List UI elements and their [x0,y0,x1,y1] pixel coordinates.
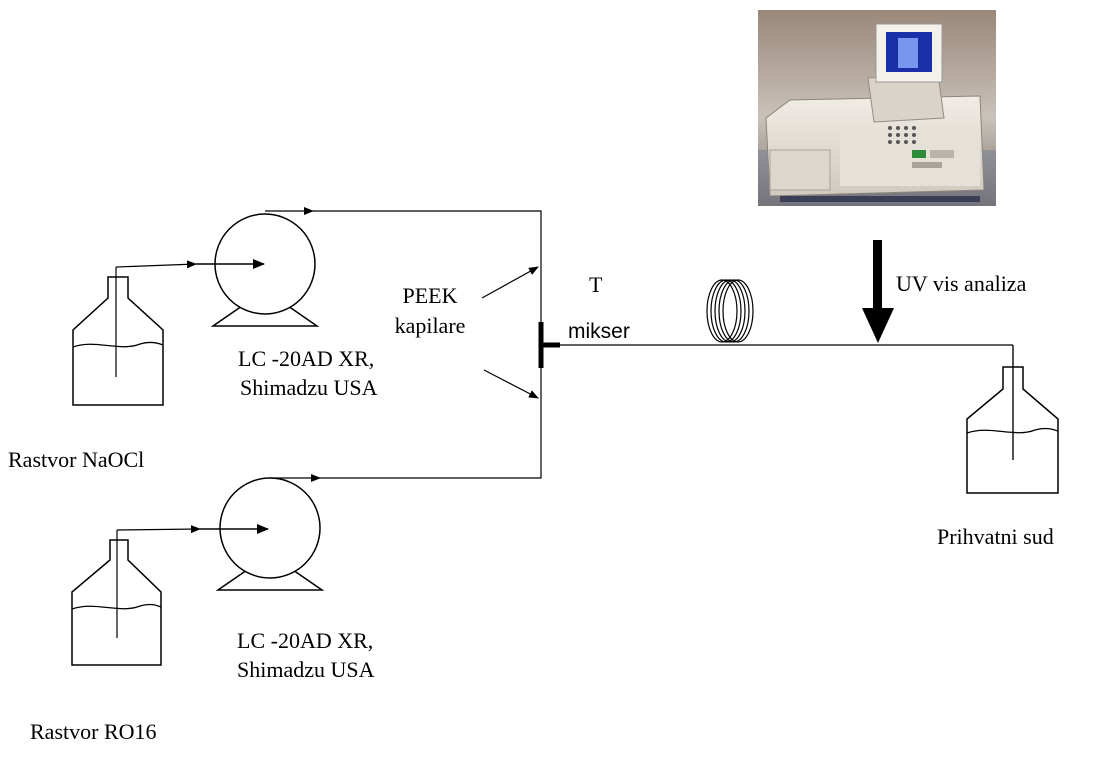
peek-pointer-arrows [481,266,539,399]
pump-bottom-label-line1: LC -20AD XR, [237,628,374,653]
receiver-label: Prihvatni sud [937,524,1054,549]
peek-capillary-lines [313,210,1014,479]
solution-naocl-label: Rastvor NaOCl [8,447,145,472]
pump-icon [200,474,325,591]
pump-bottom-label-line2: Shimadzu USA [237,657,375,682]
peek-label-line2: kapilare [394,313,466,338]
peek-label-line1: PEEK [402,283,458,308]
pump-top-label-line1: LC -20AD XR, [238,346,375,371]
uv-vis-label: UV vis analiza [896,271,1027,296]
mixer-label-line2: mikser [568,320,630,343]
uv-vis-arrow [862,240,894,343]
mixer-label-line1: T [589,272,603,297]
pump-icon [196,207,320,327]
coil-icon [706,279,754,343]
bottle-icon [966,345,1059,494]
solution-ro16-label: Rastvor RO16 [30,719,157,744]
spectrophotometer-photo [758,10,996,206]
pump-top-label-line2: Shimadzu USA [240,375,378,400]
bottle-icon [72,260,197,406]
t-mixer [538,322,560,368]
bottle-icon [71,525,201,666]
